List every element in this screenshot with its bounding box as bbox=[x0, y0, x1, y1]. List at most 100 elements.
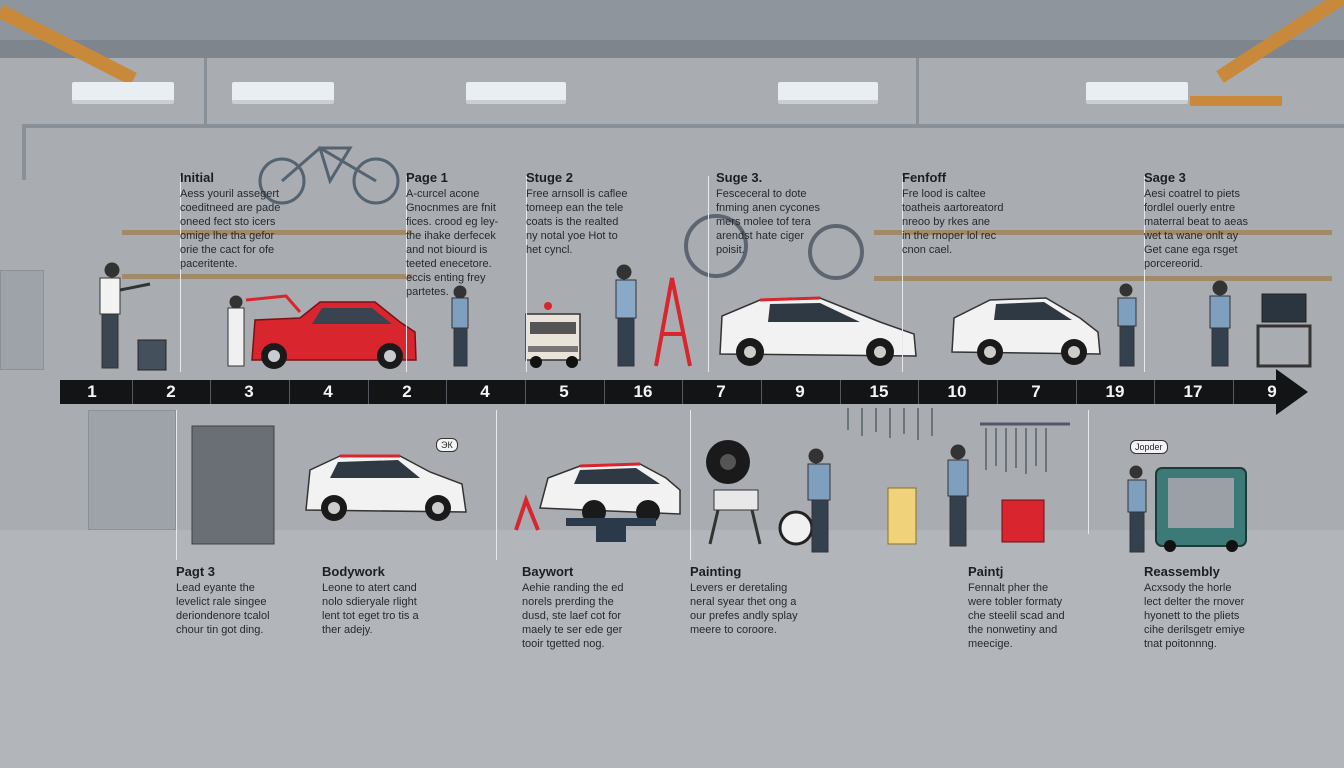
stage-connector bbox=[1144, 176, 1145, 372]
stage-title: Page 1 bbox=[406, 170, 448, 185]
speech-bubble: ЭК bbox=[436, 438, 458, 452]
timeline-tick-divider bbox=[132, 380, 133, 404]
timeline-tick-label: 7 bbox=[716, 382, 726, 401]
timeline-tick-divider bbox=[525, 380, 526, 404]
workshop-floor bbox=[0, 530, 1344, 768]
bicycle-wheel-icon bbox=[684, 214, 864, 280]
worker-icon bbox=[1117, 283, 1137, 367]
computer-monitor-icon bbox=[1261, 293, 1307, 323]
ceiling-light bbox=[232, 82, 334, 104]
timeline-tick-divider bbox=[604, 380, 605, 404]
pickup-truck-icon bbox=[525, 302, 581, 368]
red-tool-cart-icon bbox=[1001, 499, 1045, 543]
stage-connector bbox=[496, 410, 497, 560]
timeline-tick-label: 19 bbox=[1105, 382, 1125, 401]
stage-title: Pagt 3 bbox=[176, 564, 216, 579]
stage-connector bbox=[708, 176, 709, 372]
wall-pipe bbox=[204, 58, 207, 128]
white-car-icon bbox=[719, 296, 917, 366]
white-car-icon bbox=[951, 297, 1101, 365]
ceiling-light bbox=[778, 82, 878, 104]
ceiling-light bbox=[72, 82, 174, 104]
wall-shelf bbox=[122, 230, 412, 235]
worker-icon bbox=[1209, 280, 1231, 367]
workbench-icon bbox=[1256, 324, 1312, 368]
timeline-tick-label: 4 bbox=[323, 382, 333, 401]
worker-icon bbox=[1127, 465, 1147, 553]
bicycle-icon bbox=[258, 146, 400, 205]
timeline-tick-divider bbox=[368, 380, 369, 404]
timeline-tick-label: 15 bbox=[869, 382, 889, 401]
crane-hoist bbox=[1190, 96, 1282, 106]
ceiling-band bbox=[0, 40, 1344, 58]
wall-shelf bbox=[874, 230, 1332, 235]
stage-connector bbox=[176, 410, 177, 560]
wall-locker bbox=[0, 270, 44, 370]
red-car-icon bbox=[245, 294, 417, 369]
wall-pipe bbox=[22, 124, 1344, 128]
speech-bubble: Jopder bbox=[1130, 440, 1168, 454]
tool-chest-icon bbox=[191, 425, 275, 545]
stage-title: Stuge 2 bbox=[526, 170, 573, 185]
timeline-tick-label: 2 bbox=[166, 382, 176, 401]
stage-connector bbox=[526, 176, 527, 372]
stage-title: Suge 3. bbox=[716, 170, 763, 185]
stage-connector bbox=[180, 176, 181, 372]
timeline-tick-label: 9 bbox=[795, 382, 805, 401]
timeline-tick-divider bbox=[997, 380, 998, 404]
wall-pipe bbox=[22, 124, 26, 180]
stage-connector bbox=[902, 176, 903, 372]
timeline-tick-divider bbox=[1154, 380, 1155, 404]
open-van-icon bbox=[1155, 467, 1247, 552]
worker-icon bbox=[99, 262, 151, 369]
timeline-tick-label: 9 bbox=[1267, 382, 1277, 401]
white-car-icon bbox=[305, 454, 467, 521]
stage-title: Painting bbox=[690, 564, 742, 579]
white-car-on-lift-icon bbox=[514, 462, 681, 542]
timeline-tick-label: 3 bbox=[244, 382, 254, 401]
tire-changer-icon bbox=[706, 440, 762, 545]
stage-connector bbox=[690, 410, 691, 560]
ceiling-light bbox=[466, 82, 566, 104]
wall-shelf bbox=[122, 274, 412, 279]
timeline-tick-label: 10 bbox=[947, 382, 967, 401]
worker-icon bbox=[615, 264, 637, 367]
timeline-tick-label: 16 bbox=[633, 382, 653, 401]
timeline-tick-divider bbox=[1076, 380, 1077, 404]
timeline-arrowhead bbox=[1276, 369, 1308, 415]
ceiling-light bbox=[1086, 82, 1188, 104]
timeline-tick-label: 4 bbox=[480, 382, 490, 401]
timeline-tick-label: 7 bbox=[1031, 382, 1041, 401]
wall-pipe bbox=[916, 58, 919, 128]
trash-bin-icon bbox=[137, 339, 167, 371]
worker-icon bbox=[227, 295, 245, 367]
worker-icon bbox=[807, 448, 831, 553]
storage-cabinet bbox=[88, 410, 176, 530]
stage-connector bbox=[406, 176, 407, 372]
worker-icon bbox=[947, 444, 969, 547]
stage-title: Baywort bbox=[522, 564, 574, 579]
timeline-tick-label: 2 bbox=[402, 382, 412, 401]
worker-icon bbox=[451, 285, 469, 367]
stage-title: Bodywork bbox=[322, 564, 385, 579]
ladder-icon bbox=[654, 277, 692, 367]
timeline-tick-label: 5 bbox=[559, 382, 569, 401]
timeline-tick-divider bbox=[682, 380, 683, 404]
stage-title: Paintj bbox=[968, 564, 1004, 579]
wall-shelf bbox=[874, 276, 1332, 281]
timeline-tick-divider bbox=[210, 380, 211, 404]
timeline-tick-divider bbox=[289, 380, 290, 404]
timeline-tick-label: 1 bbox=[87, 382, 97, 401]
timeline-tick-divider bbox=[840, 380, 841, 404]
stage-title: Initial bbox=[180, 170, 214, 185]
